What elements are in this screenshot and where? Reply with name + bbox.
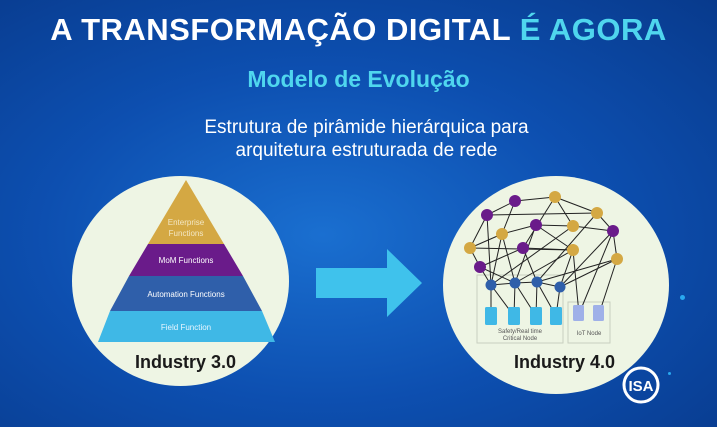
svg-text:Enterprise: Enterprise: [168, 218, 205, 227]
arrow-right-icon: [316, 249, 422, 317]
network-edge: [522, 247, 574, 251]
network-edge: [578, 230, 614, 315]
purple-network-node: [530, 219, 542, 231]
subtitle: Modelo de Evolução: [247, 66, 470, 92]
gold-network-node: [549, 191, 561, 203]
pyramid: Enterprise Functions MoM Functions Autom…: [98, 180, 275, 342]
network-edge: [598, 258, 618, 315]
critical-node: [550, 307, 562, 325]
purple-network-node: [607, 225, 619, 237]
network-edge: [559, 258, 618, 288]
page-title: A TRANSFORMAÇÃO DIGITAL É AGORA: [50, 12, 667, 47]
svg-text:Field Function: Field Function: [161, 323, 211, 332]
pyramid-layer-enterprise: [148, 180, 224, 244]
blue-network-node: [485, 279, 497, 291]
network-edge: [559, 230, 614, 288]
purple-network-node: [481, 209, 493, 221]
gold-network-node: [496, 228, 508, 240]
gold-network-node: [591, 207, 603, 219]
network-edge: [536, 212, 598, 283]
network-edge: [572, 249, 580, 315]
industry-3-label: Industry 3.0: [135, 352, 237, 372]
purple-network-node: [509, 195, 521, 207]
svg-text:IoT Node: IoT Node: [577, 331, 602, 337]
iot-node-box: [567, 301, 611, 344]
blue-network-node: [531, 276, 543, 288]
network-edge: [522, 247, 538, 283]
network-edge: [535, 224, 574, 227]
purple-network-node: [517, 242, 529, 254]
network-edge: [514, 249, 574, 284]
critical-node: [485, 307, 497, 325]
gold-network-node: [567, 244, 579, 256]
iot-node: [573, 305, 584, 321]
network-edge: [536, 258, 618, 283]
gold-network-node: [567, 220, 579, 232]
network-edge: [479, 247, 524, 268]
blue-network-node: [554, 281, 566, 293]
network-diagram: Safety/Real time Critical Node IoT Node: [464, 191, 623, 344]
network-edge: [486, 214, 492, 286]
network-edge: [469, 214, 488, 249]
network-edge: [514, 196, 556, 202]
purple-network-node: [474, 261, 486, 273]
blue-network-node: [509, 277, 521, 289]
svg-text:Critical Node: Critical Node: [503, 336, 538, 342]
pyramid-layer-mom: [129, 244, 243, 276]
safety-node-box: [476, 274, 564, 344]
decorative-dot: [680, 295, 685, 300]
network-edge: [559, 249, 574, 288]
network-edge: [554, 196, 598, 214]
network-edge: [572, 225, 614, 232]
critical-node: [508, 307, 520, 325]
network-edge: [490, 225, 574, 286]
pyramid-layer-automation: [110, 276, 262, 311]
svg-text:Automation Functions: Automation Functions: [147, 290, 224, 299]
network-edge: [535, 224, 574, 251]
svg-text:Safety/Real time: Safety/Real time: [498, 329, 543, 335]
network-edge: [479, 266, 516, 284]
gold-network-node: [611, 253, 623, 265]
decorative-dot: [668, 372, 671, 375]
svg-text:MoM Functions: MoM Functions: [159, 256, 214, 265]
critical-node: [530, 307, 542, 325]
svg-text:ISA: ISA: [628, 378, 653, 395]
isa-logo: ISA: [622, 366, 660, 404]
svg-text:Functions: Functions: [169, 229, 204, 238]
gold-network-node: [464, 242, 476, 254]
network-edge: [501, 233, 516, 284]
iot-node: [593, 305, 604, 321]
network-edge: [486, 212, 598, 216]
pyramid-layer-field: [98, 311, 275, 342]
industry-4-label: Industry 4.0: [514, 352, 616, 372]
